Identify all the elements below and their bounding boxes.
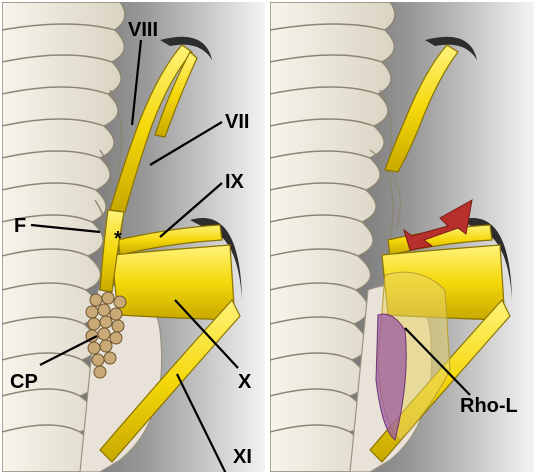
panel-divider: [265, 0, 270, 474]
label-f: F: [14, 215, 26, 237]
label-rho-l: Rho-L: [460, 395, 518, 417]
label-vii: VII: [225, 111, 249, 133]
label-ix: IX: [225, 171, 245, 193]
label-asterisk: *: [114, 228, 122, 250]
label-viii: VIII: [128, 19, 158, 41]
nerve-x: [112, 245, 235, 320]
right-panel: Rho-L: [270, 2, 534, 472]
label-x: X: [238, 371, 252, 393]
left-panel: VIII VII IX F * CP X XI: [2, 2, 265, 474]
label-cp: CP: [10, 371, 38, 393]
label-xi: XI: [233, 446, 252, 468]
